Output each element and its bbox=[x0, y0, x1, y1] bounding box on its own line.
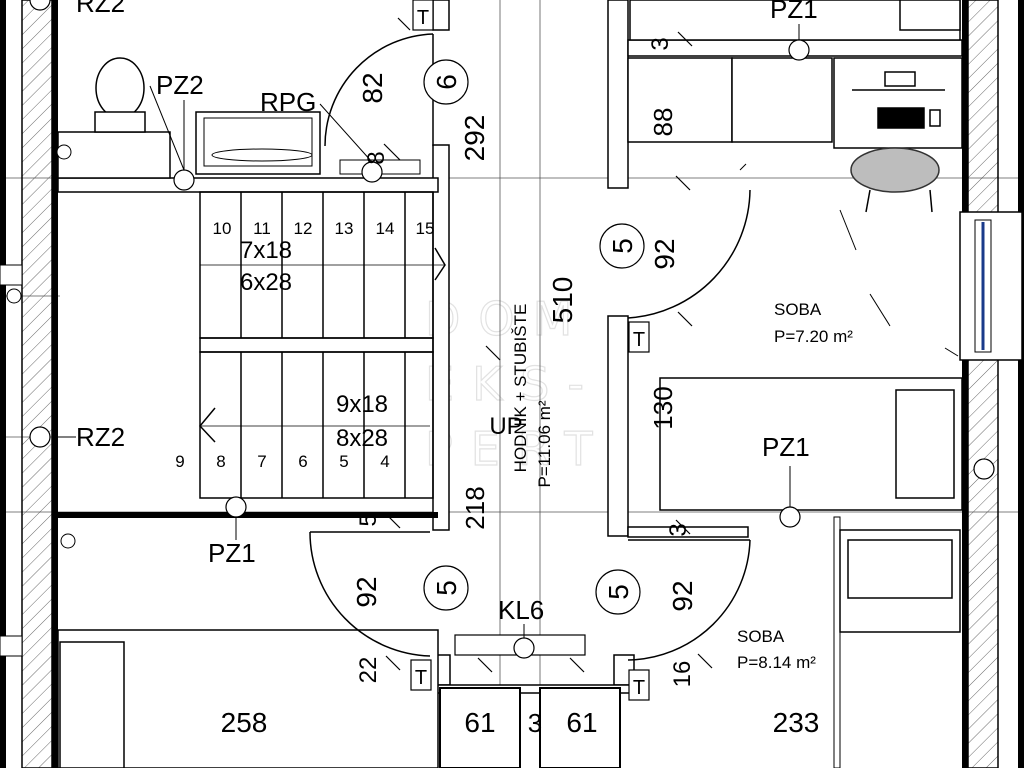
markers bbox=[29, 0, 995, 659]
door-width-4: 92 bbox=[667, 580, 698, 611]
stair-labels: 7x18 6x28 9x18 8x28 10 11 12 13 14 15 9 … bbox=[175, 219, 522, 471]
watermark-line-3: PERT bbox=[425, 422, 611, 476]
dim-88: 88 bbox=[648, 108, 678, 137]
door-tag-3: 5 bbox=[431, 580, 462, 596]
left-wall bbox=[0, 0, 58, 768]
label-kl6: KL6 bbox=[498, 595, 544, 625]
dim-8: 8 bbox=[363, 151, 390, 164]
stair-direction: UP bbox=[489, 413, 522, 440]
label-pz1-top: PZ1 bbox=[770, 0, 818, 24]
t-label-2: T bbox=[633, 329, 645, 351]
chair bbox=[850, 147, 940, 193]
t-label-4: T bbox=[633, 677, 645, 699]
t-label-3: T bbox=[415, 667, 427, 689]
step-9: 9 bbox=[175, 452, 184, 471]
door-tag-circles bbox=[423, 59, 645, 615]
dim-stair-bottom: 218 bbox=[460, 486, 490, 529]
stair-lower-risers: 9x18 bbox=[336, 391, 388, 418]
step-13: 13 bbox=[335, 219, 354, 238]
watermark-line-2: EKS- bbox=[425, 357, 602, 411]
room-soba2-name: SOBA bbox=[737, 627, 785, 646]
t-label-1: T bbox=[417, 7, 429, 29]
label-rpg: RPG bbox=[260, 87, 316, 117]
door-width-2: 92 bbox=[649, 238, 680, 269]
cabinet bbox=[57, 131, 171, 179]
watermark: DOM EKS- PERT bbox=[424, 291, 611, 476]
label-pz1-left: PZ1 bbox=[208, 538, 256, 568]
room-soba1-area: P=7.20 m² bbox=[774, 327, 853, 346]
dim-22: 22 bbox=[355, 657, 382, 684]
step-5: 5 bbox=[339, 452, 348, 471]
fixture-labels: RZ2 RZ2 PZ2 RPG PZ1 KL6 PZ1 PZ1 bbox=[76, 0, 818, 625]
bathroom-fixtures bbox=[6, 57, 421, 549]
stairs bbox=[198, 191, 446, 499]
step-14: 14 bbox=[376, 219, 395, 238]
dim-130: 130 bbox=[648, 386, 678, 429]
dim-5: 5 bbox=[355, 513, 382, 526]
step-10: 10 bbox=[213, 219, 232, 238]
door-tag-1: 6 bbox=[431, 74, 462, 90]
stair-upper-risers: 7x18 bbox=[240, 237, 292, 264]
laptop bbox=[877, 107, 925, 129]
stair-upper-treads: 6x28 bbox=[240, 269, 292, 296]
dim-16: 16 bbox=[669, 661, 696, 688]
room-labels: HODNIK + STUBIŠTE P=11.06 m² SOBA P=7.20… bbox=[511, 300, 853, 672]
label-rz2: RZ2 bbox=[76, 422, 125, 452]
stair-lower-treads: 8x28 bbox=[336, 425, 388, 452]
door-width-1: 82 bbox=[357, 72, 388, 103]
label-rz2-top: RZ2 bbox=[76, 0, 125, 18]
dimension-ticks bbox=[383, 17, 713, 673]
dim-61b: 61 bbox=[566, 707, 597, 738]
door-tag-2: 5 bbox=[607, 238, 638, 254]
room-soba1-name: SOBA bbox=[774, 300, 822, 319]
step-11: 11 bbox=[253, 219, 271, 238]
toilet bbox=[95, 57, 145, 119]
dim-corridor-len: 510 bbox=[547, 277, 578, 324]
dim-3c: 3 bbox=[528, 708, 542, 738]
dim-stair-top: 292 bbox=[459, 115, 490, 162]
room-corridor-area: P=11.06 m² bbox=[535, 400, 554, 487]
step-8: 8 bbox=[216, 452, 225, 471]
leader-lines bbox=[52, 24, 959, 638]
t-markers bbox=[410, 0, 650, 701]
step-15: 15 bbox=[416, 219, 435, 238]
label-pz1-room: PZ1 bbox=[762, 432, 810, 462]
dim-3b: 3 bbox=[665, 523, 692, 536]
room-furniture bbox=[57, 0, 963, 768]
door-widths: 82 92 92 92 bbox=[351, 72, 698, 611]
right-wall bbox=[959, 0, 1024, 768]
door-tags: 6 5 5 5 bbox=[431, 74, 638, 600]
label-pz2: PZ2 bbox=[156, 70, 204, 100]
step-6: 6 bbox=[298, 452, 307, 471]
room-corridor-name: HODNIK + STUBIŠTE bbox=[511, 304, 530, 473]
t-labels: T T T T bbox=[415, 7, 645, 699]
door-width-3: 92 bbox=[351, 576, 382, 607]
dim-258: 258 bbox=[221, 707, 268, 738]
step-4: 4 bbox=[380, 452, 389, 471]
door-tag-4: 5 bbox=[603, 584, 634, 600]
dimensions: 510 292 218 88 130 3 3 5 8 22 16 61 61 3… bbox=[221, 37, 820, 738]
dim-61a: 61 bbox=[464, 707, 495, 738]
room-soba2-area: P=8.14 m² bbox=[737, 653, 816, 672]
dim-3a: 3 bbox=[647, 37, 674, 50]
dim-233: 233 bbox=[773, 707, 820, 738]
step-12: 12 bbox=[294, 219, 313, 238]
step-7: 7 bbox=[257, 452, 266, 471]
